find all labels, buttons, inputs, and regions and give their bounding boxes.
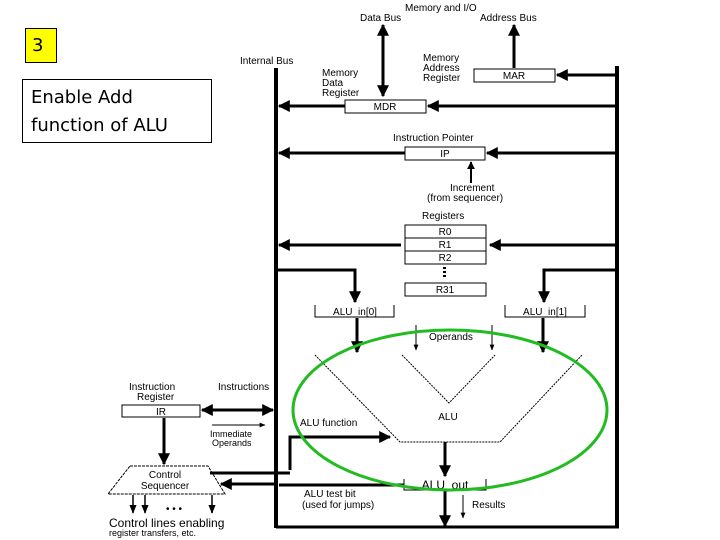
register-r2-label: R2: [439, 253, 452, 264]
caption-line-1: Enable Add: [31, 87, 133, 108]
register-r2: [404, 250, 487, 265]
register-ellipsis: [443, 267, 446, 277]
alu-highlight-ellipse: [291, 328, 609, 492]
register-r31: [404, 282, 487, 297]
ir-desc-2: Register: [137, 392, 175, 403]
alu-in0-label: ALU_in[0]: [333, 307, 377, 318]
immediate-label-1: Immediate: [210, 429, 252, 439]
step-number-badge: 3: [25, 28, 57, 63]
control-sequencer-label-1: Control: [149, 470, 181, 481]
increment-label-2: (from sequencer): [427, 193, 503, 204]
bus-to-alu-in1-arrow: [538, 268, 617, 304]
control-lines-label-1: Control lines enabling: [109, 516, 224, 530]
data-bus-label: Data Bus: [360, 13, 401, 24]
mar-box: [473, 68, 556, 83]
alu-in1-label: ALU_in[1]: [523, 307, 567, 318]
mar-desc-2: Address: [423, 63, 460, 74]
alu-notch: [401, 354, 496, 404]
instructions-label: Instructions: [218, 382, 269, 393]
control-lines-dots: • • •: [166, 504, 183, 515]
step-caption: Enable Add function of ALU: [22, 79, 212, 143]
register-r0-label: R0: [439, 227, 452, 238]
alu-test-bit-label-2: (used for jumps): [302, 500, 374, 511]
control-sequencer-shape: [106, 465, 226, 495]
ip-label: IP: [440, 149, 450, 160]
alu-shape: [314, 354, 583, 443]
mar-desc-1: Memory: [423, 53, 459, 64]
ip-desc: Instruction Pointer: [393, 133, 474, 144]
caption-line-2: function of ALU: [31, 115, 168, 136]
internal-bus-label: Internal Bus: [240, 56, 293, 67]
ir-desc-1: Instruction: [129, 382, 175, 393]
operands-label: Operands: [429, 332, 473, 343]
immediate-label-2: Operands: [212, 438, 252, 448]
alu-label: ALU: [438, 412, 457, 423]
alu-function-arrow: [288, 431, 392, 470]
register-r1-label: R1: [439, 240, 452, 251]
ir-label: IR: [156, 407, 166, 418]
registers-label: Registers: [422, 211, 464, 222]
memory-io-label: Memory and I/O: [405, 3, 477, 14]
register-r31-label: R31: [436, 285, 455, 296]
ir-box: [121, 404, 201, 418]
control-lines-label-2: register transfers, etc.: [109, 528, 196, 538]
mdr-label: MDR: [374, 102, 397, 113]
alu-function-label: ALU function: [300, 418, 357, 429]
mdr-desc-2: Data: [322, 78, 344, 89]
increment-label-1: Increment: [450, 183, 495, 194]
address-bus-label: Address Bus: [480, 13, 537, 24]
alu-in0-box: [314, 305, 395, 318]
mdr-desc-1: Memory: [322, 68, 358, 79]
alu-in1-box: [504, 305, 586, 318]
results-label: Results: [472, 500, 505, 511]
mar-desc-3: Register: [423, 73, 461, 84]
mdr-desc-3: Register: [322, 88, 360, 99]
mar-label: MAR: [503, 71, 525, 82]
bus-to-alu-in0-arrow: [276, 268, 361, 304]
control-sequencer-label-2: Sequencer: [141, 481, 190, 492]
alu-test-bit-label-1: ALU test bit: [304, 489, 356, 500]
